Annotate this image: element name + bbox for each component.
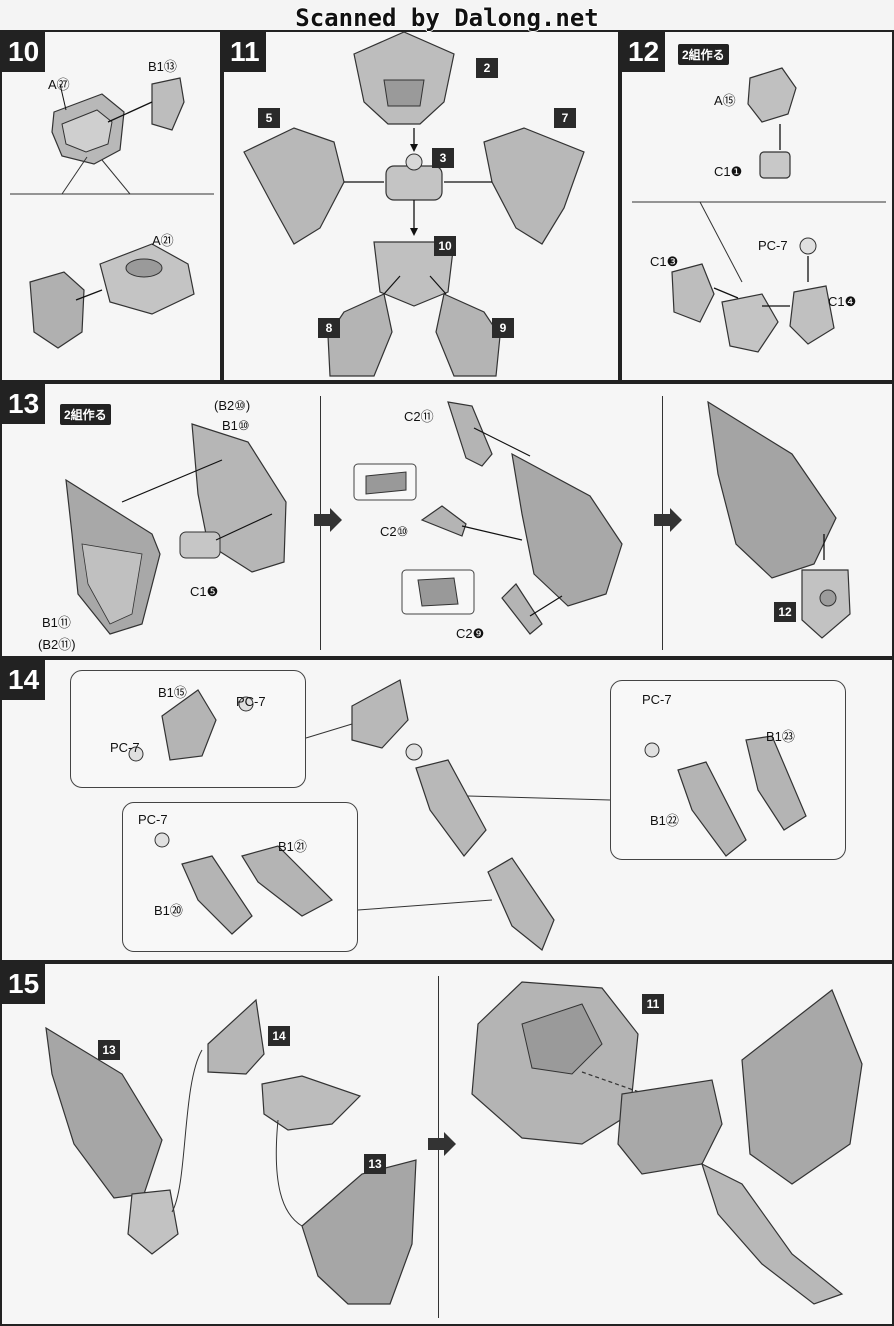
part-label-b1-23: B1㉓ <box>766 729 795 744</box>
step-15-panel: 15 13 14 13 11 <box>0 962 894 1326</box>
part-label-c2-10: C2⑩ <box>380 524 409 539</box>
watermark: Scanned by Dalong.net <box>295 4 599 32</box>
step-number: 10 <box>2 32 46 72</box>
step-14-illustration <box>128 679 807 951</box>
part-ref-12: 12 <box>774 602 796 622</box>
part-label-c1-1: C1❶ <box>714 164 743 179</box>
part-label-b1-22: B1㉒ <box>650 813 679 828</box>
part-label-pc7: PC-7 <box>758 238 788 253</box>
step-13-illustration <box>65 400 851 639</box>
part-ref-11: 11 <box>642 994 664 1014</box>
part-ref-13: 13 <box>98 1040 120 1060</box>
part-ref-8: 8 <box>318 318 340 338</box>
part-label-c2-9: C2❾ <box>456 626 485 641</box>
step-number: 14 <box>2 660 46 700</box>
part-label-a15: A⑮ <box>714 93 736 108</box>
step-14-panel: 14 B1⑮ PC-7 PC-7 PC-7 B1㉑ B1⑳ PC-7 B1㉓ B… <box>0 658 894 962</box>
step-11-panel: 11 2 3 5 7 10 8 9 <box>222 30 620 382</box>
step-15-illustration <box>45 981 863 1305</box>
step-number: 15 <box>2 964 46 1004</box>
part-label-pc7: PC-7 <box>642 692 672 707</box>
part-label-b2-10: (B2⑩) <box>214 398 251 413</box>
step-number: 12 <box>622 32 666 72</box>
part-ref-14: 14 <box>268 1026 290 1046</box>
part-label-pc7: PC-7 <box>138 812 168 827</box>
part-label-b1-10: B1⑩ <box>222 418 250 433</box>
part-label-b1-15: B1⑮ <box>158 685 187 700</box>
part-label-c1-3: C1❸ <box>650 254 679 269</box>
part-label-c2-11: C2⑪ <box>404 409 434 424</box>
part-ref-13: 13 <box>364 1154 386 1174</box>
step-number: 13 <box>2 384 46 424</box>
step-12-illustration <box>632 67 886 353</box>
part-label-b1-21: B1㉑ <box>278 839 307 854</box>
part-label-pc7: PC-7 <box>110 740 140 755</box>
part-ref-7: 7 <box>554 108 576 128</box>
step-11-illustration <box>243 32 585 377</box>
part-label-b1-11: B1⑪ <box>42 615 71 630</box>
part-ref-2: 2 <box>476 58 498 78</box>
step-12-panel: 12 2組作る A⑮ C1❶ C1❸ PC-7 C1❹ <box>620 30 894 382</box>
step-10-illustration <box>10 77 214 349</box>
step-10-panel: 10 A㉗ B1⑬ A㉑ <box>0 30 222 382</box>
part-label-b2-11: (B2⑪) <box>38 637 76 652</box>
step-number: 11 <box>224 32 266 72</box>
part-label-c1-4: C1❹ <box>828 294 857 309</box>
part-ref-3: 3 <box>432 148 454 168</box>
part-label-c1-5: C1❺ <box>190 584 219 599</box>
part-ref-10: 10 <box>434 236 456 256</box>
make-two-badge: 2組作る <box>678 44 729 65</box>
part-label-b1-20: B1⑳ <box>154 903 183 918</box>
part-label-b1-13: B1⑬ <box>148 59 177 74</box>
make-two-badge: 2組作る <box>60 404 111 425</box>
part-ref-9: 9 <box>492 318 514 338</box>
part-label-a21: A㉑ <box>152 233 174 248</box>
part-label-a27: A㉗ <box>48 77 70 92</box>
part-ref-5: 5 <box>258 108 280 128</box>
step-13-panel: 13 2組作る (B2⑩) B1⑩ C1❺ B1⑪ (B2⑪) C2⑪ C2⑩ … <box>0 382 894 658</box>
part-label-pc7: PC-7 <box>236 694 266 709</box>
